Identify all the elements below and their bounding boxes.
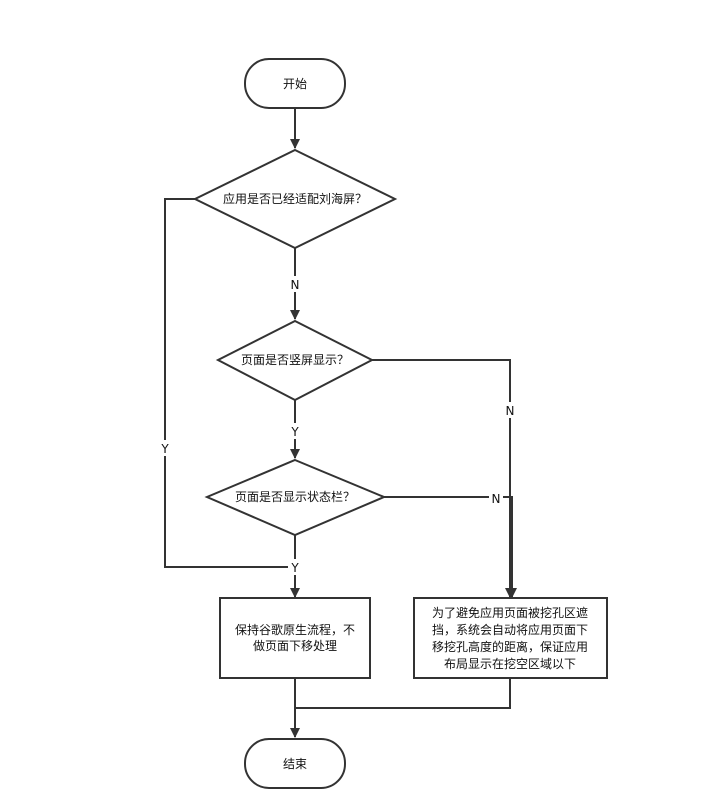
svg-text:结束: 结束: [283, 757, 307, 771]
edge-label-portrait-no: N: [503, 402, 517, 418]
svg-text:保持谷歌原生流程，不: 保持谷歌原生流程，不: [235, 622, 355, 637]
decision-statusbar: 页面是否显示状态栏？: [204, 458, 387, 537]
svg-text:做页面下移处理: 做页面下移处理: [253, 638, 337, 653]
svg-text:N: N: [291, 278, 300, 292]
decision-adapted-notch: 应用是否已经适配刘海屏？: [192, 148, 398, 250]
svg-text:N: N: [492, 492, 501, 506]
end-node: 结束: [244, 738, 346, 789]
svg-text:页面是否竖屏显示？: 页面是否竖屏显示？: [241, 353, 349, 367]
svg-text:Y: Y: [290, 425, 299, 439]
svg-text:挡，系统会自动将应用页面下: 挡，系统会自动将应用页面下: [432, 622, 588, 637]
edge-label-statusbar-no: N: [489, 490, 503, 506]
edge-statusbar-no-to-move: [384, 496, 517, 598]
svg-text:Y: Y: [160, 442, 169, 456]
edge-move-to-end: [295, 678, 511, 709]
svg-text:布局显示在挖空区域以下: 布局显示在挖空区域以下: [444, 656, 576, 671]
edge-label-portrait-yes: Y: [288, 423, 302, 439]
svg-text:为了避免应用页面被挖孔区遮: 为了避免应用页面被挖孔区遮: [432, 605, 588, 620]
edge-label-adapted-no: N: [288, 276, 302, 292]
svg-text:开始: 开始: [283, 77, 307, 91]
edge-label-statusbar-yes: Y: [288, 559, 302, 575]
svg-text:应用是否已经适配刘海屏？: 应用是否已经适配刘海屏？: [223, 191, 367, 206]
svg-text:移挖孔高度的距离，保证应用: 移挖孔高度的距离，保证应用: [432, 639, 588, 654]
svg-text:Y: Y: [290, 561, 299, 575]
svg-text:页面是否显示状态栏？: 页面是否显示状态栏？: [235, 489, 355, 504]
edge-label-adapted-yes: Y: [158, 440, 172, 456]
svg-text:N: N: [506, 404, 515, 418]
action-move-page-down: 为了避免应用页面被挖孔区遮 挡，系统会自动将应用页面下 移挖孔高度的距离，保证应…: [413, 597, 608, 679]
edge-portrait-no-to-move: [372, 359, 515, 598]
edge-adapted-yes-to-google: [164, 198, 295, 568]
action-keep-google-flow: 保持谷歌原生流程，不 做页面下移处理: [219, 597, 371, 679]
start-node: 开始: [244, 58, 346, 109]
decision-portrait: 页面是否竖屏显示？: [215, 319, 375, 402]
